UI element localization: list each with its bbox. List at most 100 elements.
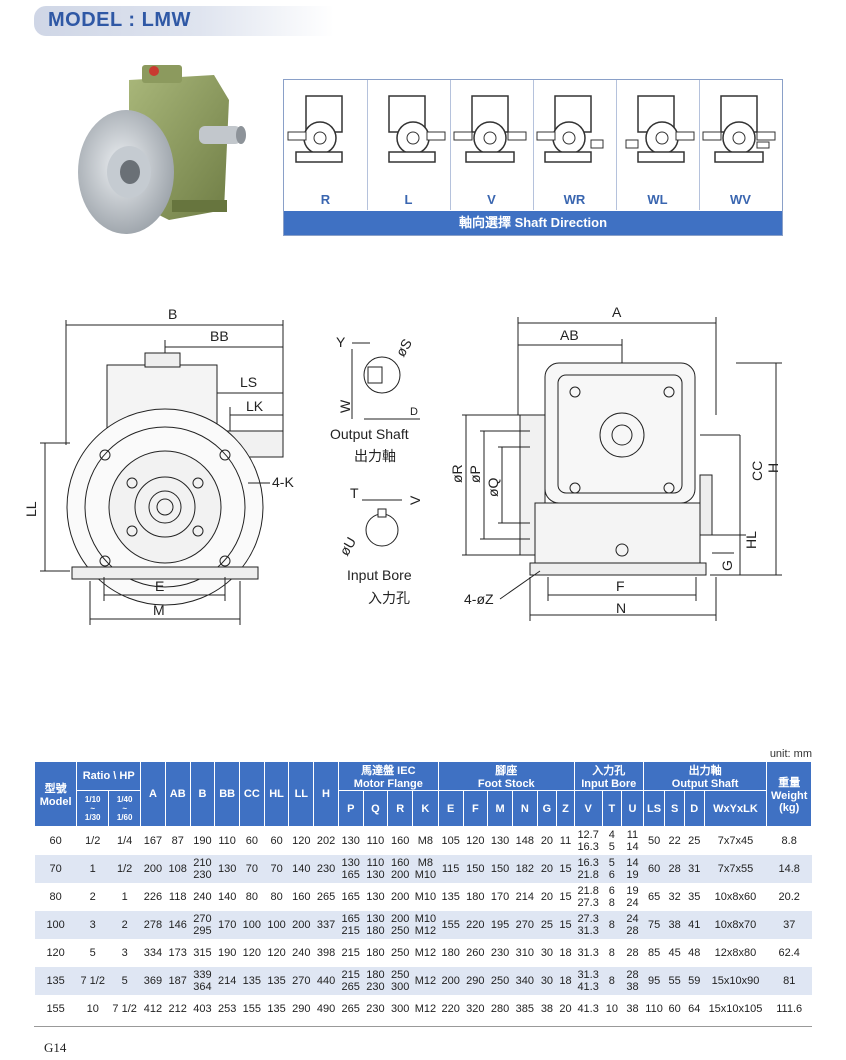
- col-bb: BB: [214, 761, 240, 827]
- cell-line: 226: [143, 891, 163, 903]
- cell-bb: 140: [214, 883, 240, 911]
- direction-option-v[interactable]: V: [450, 80, 534, 210]
- cell-line: 167: [143, 835, 163, 847]
- direction-option-wl[interactable]: WL: [616, 80, 700, 210]
- cell-line: 165: [341, 891, 360, 903]
- cell-line: M12: [414, 947, 437, 959]
- cell-f: 220: [463, 911, 488, 939]
- cell-line: 230: [366, 981, 385, 993]
- cell-line: 1/4: [117, 835, 133, 847]
- direction-option-wr[interactable]: WR: [533, 80, 617, 210]
- cell-a: 167: [140, 826, 166, 855]
- cell-b: 240: [190, 883, 215, 911]
- cell-line: 160: [390, 857, 410, 869]
- cell-line: 135: [267, 975, 286, 987]
- cell-line: 16.3: [577, 857, 599, 869]
- cell-n: 340: [512, 967, 538, 995]
- cell-g: 20: [537, 855, 557, 883]
- cell-line: 364: [193, 981, 212, 993]
- col-foot-stock: 腳座 Foot Stock: [437, 761, 575, 791]
- cell-model: 80: [34, 883, 77, 911]
- cell-line: 108: [168, 863, 187, 875]
- cell-n: 385: [512, 995, 538, 1023]
- cell-t: 8: [602, 967, 622, 995]
- cell-line: 105: [441, 835, 460, 847]
- cell-k: M12: [412, 995, 439, 1023]
- cell-line: 155: [242, 1003, 262, 1015]
- cell-line: 230: [366, 1003, 385, 1015]
- cell-line: 20: [540, 891, 554, 903]
- gearbox-photo: [78, 65, 246, 234]
- cell-q: 180: [363, 939, 388, 967]
- cell-line: 369: [143, 975, 163, 987]
- cell-w: 81: [766, 967, 812, 995]
- cell-hp2: 7 1/2: [108, 995, 141, 1023]
- cell-n: 214: [512, 883, 538, 911]
- dim-s: øS: [392, 336, 415, 359]
- direction-option-l[interactable]: L: [367, 80, 451, 210]
- cell-p: 165: [338, 883, 364, 911]
- cell-line: 3: [121, 947, 128, 959]
- header-motor-zh: 馬達盤 IEC: [361, 765, 416, 777]
- header-weight-en: Weight: [770, 790, 808, 802]
- cell-line: 24: [626, 897, 639, 909]
- cell-line: 8: [608, 947, 615, 959]
- col-p: P: [337, 790, 364, 827]
- cell-d: 41: [684, 911, 705, 939]
- cell-line: 37: [783, 919, 796, 931]
- cell-line: 200: [390, 913, 410, 925]
- dim-d: D: [410, 406, 418, 418]
- dim-r: øR: [449, 464, 465, 483]
- cell-ls: 75: [643, 911, 665, 939]
- cell-d: 31: [684, 855, 705, 883]
- cell-g: 38: [537, 995, 557, 1023]
- cell-z: 15: [556, 855, 575, 883]
- cell-e: 115: [438, 855, 463, 883]
- cell-ab: 187: [165, 967, 191, 995]
- col-output-shaft: 出力軸 Output Shaft: [642, 761, 768, 791]
- cell-line: 155: [441, 919, 460, 931]
- cell-h: 202: [313, 826, 339, 855]
- cell-line: 1/2: [85, 835, 101, 847]
- col-s: S: [664, 790, 685, 827]
- col-h: H: [313, 761, 339, 827]
- cell-wylk: 15x10x105: [704, 995, 767, 1023]
- cell-u: 28: [621, 939, 644, 967]
- cell-b: 403: [190, 995, 215, 1023]
- cell-ls: 95: [643, 967, 665, 995]
- side-view-drawing: [462, 317, 782, 621]
- ratio-a-dash: ~: [90, 804, 96, 813]
- cell-wylk: 7x7x55: [704, 855, 767, 883]
- cell-line: 250: [490, 975, 510, 987]
- dim-hl: HL: [743, 531, 759, 549]
- cell-r: 200: [387, 883, 413, 911]
- cell-line: 8: [608, 919, 615, 931]
- output-shaft-drawing: [351, 342, 420, 420]
- cell-line: 5: [608, 841, 615, 853]
- cell-model: 155: [34, 995, 77, 1023]
- cell-b: 315: [190, 939, 215, 967]
- cell-hp1: 10: [76, 995, 109, 1023]
- cell-ll: 270: [288, 967, 314, 995]
- output-shaft-title-zh: 出力軸: [354, 448, 396, 464]
- cell-line: 120: [292, 835, 311, 847]
- gearbox-sketch-icon: [453, 95, 527, 163]
- cell-m: 150: [487, 855, 513, 883]
- input-bore-title-zh: 入力孔: [368, 590, 410, 606]
- direction-option-r[interactable]: R: [284, 80, 368, 210]
- cell-line: 10x8x70: [714, 919, 757, 931]
- cell-a: 369: [140, 967, 166, 995]
- cell-line: 28: [626, 947, 639, 959]
- cell-line: 20: [540, 863, 554, 875]
- cell-h: 490: [313, 995, 339, 1023]
- direction-option-wv[interactable]: WV: [699, 80, 782, 210]
- cell-line: 150: [466, 863, 485, 875]
- cell-line: 310: [515, 947, 534, 959]
- cell-wylk: 10x8x70: [704, 911, 767, 939]
- col-t: T: [601, 790, 623, 827]
- cell-ls: 50: [643, 826, 665, 855]
